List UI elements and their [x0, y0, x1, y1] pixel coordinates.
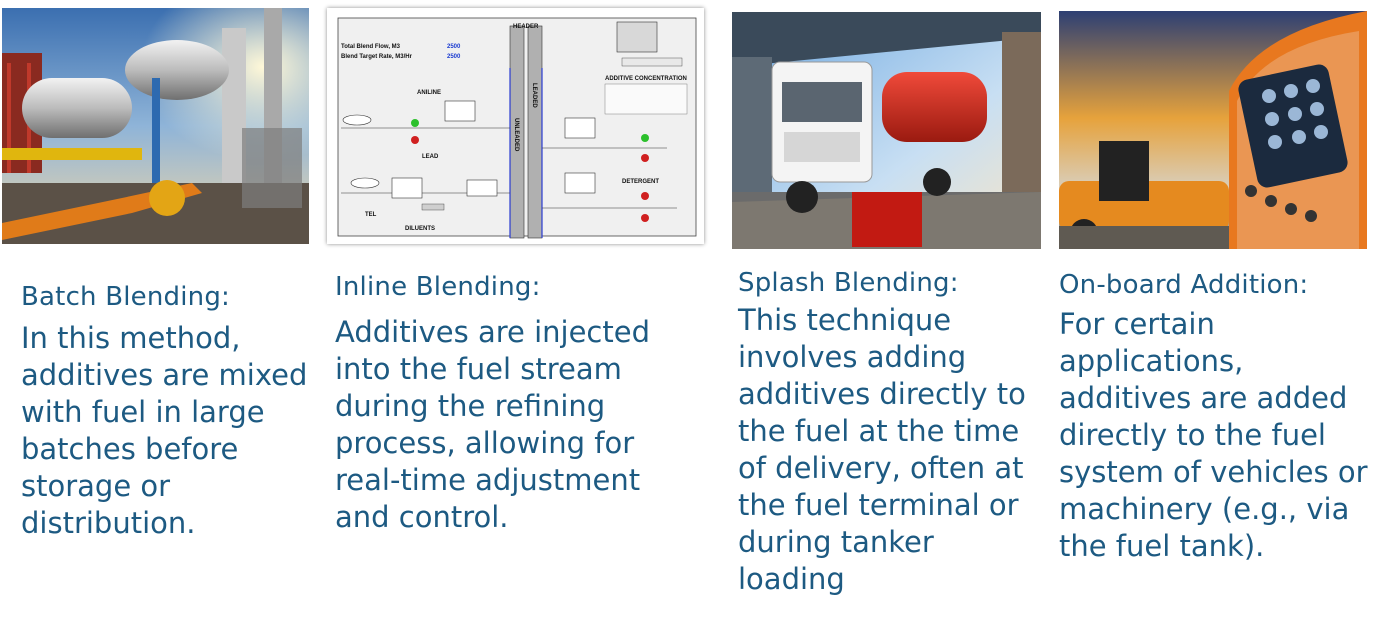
batch-blending-description: In this method, additives are mixed with… [21, 321, 308, 540]
splash-blending-description: This technique involves adding additives… [738, 303, 1026, 596]
diagram-detergent: DETERGENT [622, 179, 659, 185]
diagram-flow-value-2: 2500 [447, 54, 461, 60]
diagram-leaded: LEADED [531, 83, 537, 108]
diagram-flow-label-2: Blend Target Rate, M3/Hr [341, 54, 413, 60]
diagram-concentration: ADDITIVE CONCENTRATION [605, 76, 687, 82]
splash-blending-column: Splash Blending: This technique involves… [738, 266, 1038, 598]
splash-blending-heading: Splash Blending: [738, 268, 959, 298]
batch-blending-column: Batch Blending: In this method, additive… [21, 280, 326, 542]
batch-blending-photo [2, 8, 309, 244]
inline-blending-description: Additives are injected into the fuel str… [335, 315, 650, 534]
diagram-aniline: ANILINE [417, 90, 441, 96]
onboard-addition-description: For certain applications, additives are … [1059, 307, 1368, 563]
diagram-flow-value-1: 2500 [447, 44, 461, 50]
onboard-addition-photo [1059, 11, 1367, 249]
diagram-tel: TEL [365, 212, 377, 218]
splash-blending-photo [732, 12, 1041, 249]
onboard-addition-column: On-board Addition: For certain applicati… [1059, 268, 1384, 565]
diagram-diluents: DILUENTS [405, 226, 435, 232]
inline-blending-column: Inline Blending: Additives are injected … [335, 270, 680, 536]
batch-blending-heading: Batch Blending: [21, 282, 231, 312]
diagram-header: HEADER [513, 24, 539, 30]
diagram-lead: LEAD [422, 154, 439, 160]
onboard-addition-heading: On-board Addition: [1059, 270, 1309, 300]
inline-blending-diagram: Total Blend Flow, M3 Blend Target Rate, … [327, 8, 704, 244]
diagram-unleaded: UNLEADED [513, 118, 519, 152]
inline-blending-heading: Inline Blending: [335, 272, 541, 302]
diagram-flow-label-1: Total Blend Flow, M3 [341, 44, 401, 50]
